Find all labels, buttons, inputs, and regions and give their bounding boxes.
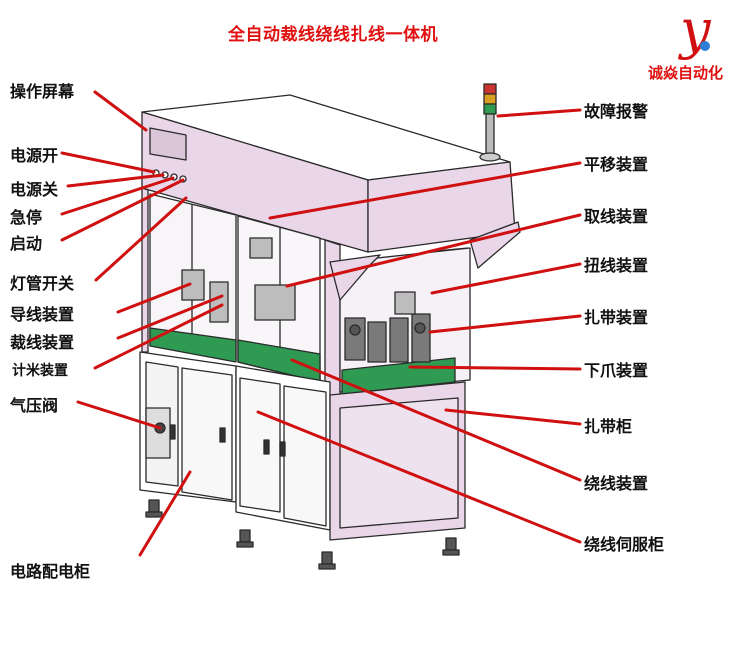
alarm-tower	[479, 83, 501, 162]
feet	[145, 499, 460, 570]
label-estop: 急停	[10, 208, 43, 227]
leader-winding	[290, 358, 582, 482]
label-tie: 扎带装置	[584, 308, 649, 327]
label-alarm: 故障报警	[584, 102, 649, 121]
leader-take	[285, 213, 582, 288]
label-wire-cut: 裁线装置	[10, 333, 75, 352]
label-translate: 平移装置	[584, 155, 649, 174]
leader-air	[76, 400, 162, 430]
left-post	[141, 187, 149, 353]
label-tie-cabinet: 扎带柜	[584, 417, 633, 436]
brand-name: 诚焱自动化	[648, 64, 724, 82]
label-power-off: 电源关	[10, 180, 59, 199]
label-wire-guide: 导线装置	[10, 305, 75, 324]
leader-meter	[93, 303, 224, 370]
leader-power-off	[66, 173, 165, 188]
leader-claw	[408, 365, 582, 371]
leader-estop	[60, 176, 175, 216]
leader-lamp	[94, 196, 188, 282]
svg-text:y: y	[678, 0, 712, 61]
leader-twist	[430, 262, 582, 295]
label-winding: 绕线装置	[584, 474, 649, 493]
label-lamp-switch: 灯管开关	[10, 274, 75, 293]
leader-tie	[428, 314, 582, 334]
label-start: 启动	[10, 234, 43, 253]
label-power-on: 电源开	[10, 146, 59, 165]
label-lower-claw: 下爪装置	[584, 361, 649, 380]
label-twist: 扭线装置	[584, 256, 649, 275]
label-meter: 计米装置	[12, 363, 68, 379]
diagram-title: 全自动裁线绕线扎线一体机	[228, 25, 438, 45]
mechanisms	[181, 237, 431, 363]
leader-power-on	[60, 151, 156, 174]
leader-cut	[116, 294, 224, 340]
leader-lines	[60, 90, 582, 557]
leader-translate	[268, 161, 582, 220]
leader-start	[60, 178, 185, 242]
leader-guide	[116, 282, 192, 314]
leader-screen	[93, 90, 148, 132]
brand-logo-icon: y	[678, 0, 712, 61]
label-electrical-cabinet: 电路配电柜	[10, 562, 91, 581]
leader-servo	[256, 410, 582, 544]
screen-panel	[149, 127, 187, 161]
leader-electric	[138, 470, 192, 557]
label-air-valve: 气压阀	[10, 396, 59, 415]
label-screen: 操作屏幕	[10, 82, 75, 101]
leader-tie-cab	[444, 408, 582, 426]
label-wire-take: 取线装置	[584, 207, 649, 226]
leader-alarm	[496, 108, 582, 118]
label-servo-cabinet: 绕线伺服柜	[584, 535, 665, 554]
